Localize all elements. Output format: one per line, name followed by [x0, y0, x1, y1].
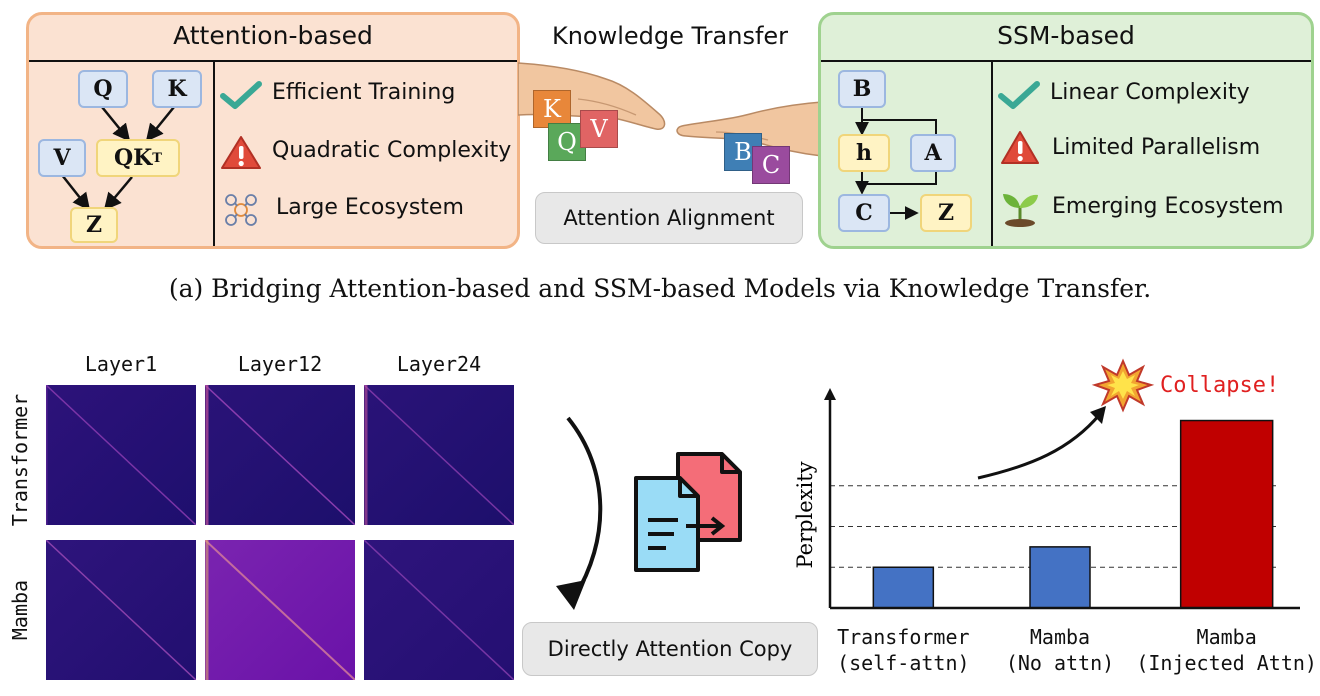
chart-bar [1029, 546, 1091, 609]
panel-divider [991, 60, 993, 246]
node-q: Q [78, 70, 128, 108]
feature-large-ecosystem: Large Ecosystem [276, 195, 464, 220]
warning-icon [221, 136, 261, 169]
chart-x-tick-label: Mamba [1196, 625, 1257, 649]
heatmap-mamba-layer24 [364, 540, 514, 680]
chart-y-axis-arrow [824, 388, 836, 400]
node-v-label: V [53, 145, 71, 171]
attention-alignment-pill: Attention Alignment [535, 192, 803, 244]
heatmap-row-label: Mamba [8, 579, 32, 641]
feature-limited-parallelism: Limited Parallelism [1052, 135, 1261, 160]
heatmap-transformer-layer12 [205, 385, 355, 525]
explosion-icon [1091, 358, 1155, 413]
heatmap-col-label: Layer1 [84, 352, 158, 376]
node-z: Z [70, 207, 118, 243]
node-qkt-label: QK [114, 145, 153, 171]
heatmap-transformer-layer24 [364, 385, 514, 525]
heatmap-row-label: Transformer [8, 393, 32, 527]
chart-x-tick-label: Mamba [1029, 625, 1091, 649]
chart-bar [1179, 419, 1274, 609]
panel-divider [213, 60, 215, 246]
node-k: K [152, 70, 202, 108]
heatmap-mamba-layer12 [205, 540, 355, 680]
warning-icon [1001, 131, 1039, 164]
chart-bar [872, 566, 935, 609]
ssm-node-z: Z [920, 194, 972, 232]
ssm-graph-arrows [855, 108, 937, 220]
feature-quadratic-complexity: Quadratic Complexity [272, 138, 512, 163]
chart-x-category: Transformer (self-attn) [808, 624, 998, 676]
figure-caption: (a) Bridging Attention-based and SSM-bas… [168, 274, 1152, 303]
ssm-panel: SSM-based [818, 12, 1314, 249]
panel-divider [29, 60, 517, 62]
attention-panel-title: Attention-based [173, 21, 373, 50]
node-qkt-superscript: T [152, 150, 162, 166]
chart-x-category: Mamba (No attn) [965, 624, 1155, 676]
chart-x-tick-label: (Injected Attn) [1136, 651, 1317, 675]
heatmap-transformer-layer1 [46, 385, 196, 525]
tile-v: V [580, 110, 618, 148]
curved-arrow-icon [556, 416, 603, 610]
chart-x-tick-label: Transformer [837, 625, 970, 649]
panel-divider [821, 60, 1311, 62]
ssm-node-h: h [838, 134, 890, 172]
rising-arrow-head [1090, 406, 1106, 424]
chart-x-tick-label: (No attn) [1005, 651, 1115, 675]
knowledge-transfer-title: Knowledge Transfer [551, 22, 789, 50]
heatmap-mamba-layer1 [46, 540, 196, 680]
ssm-node-a: A [910, 134, 956, 172]
chart-ylabel: Perplexity [793, 461, 817, 568]
heatmap-col-label: Layer12 [237, 352, 323, 376]
collapse-annotation: Collapse! [1160, 373, 1279, 398]
heatmap-col-label: Layer24 [396, 352, 482, 376]
sprout-icon [1003, 194, 1038, 227]
node-v: V [38, 139, 86, 177]
chart-bars [872, 419, 1274, 609]
feature-emerging-ecosystem: Emerging Ecosystem [1052, 194, 1284, 219]
check-icon [998, 81, 1040, 109]
feature-efficient-training: Efficient Training [272, 80, 456, 105]
attention-graph-arrows [61, 106, 175, 211]
ssm-panel-title: SSM-based [997, 21, 1135, 50]
check-icon [220, 81, 262, 109]
ssm-node-c: C [838, 194, 890, 232]
rising-arrow [977, 413, 1102, 480]
network-icon [225, 194, 257, 226]
tile-c: C [752, 146, 790, 184]
tile-q: Q [548, 123, 586, 161]
feature-linear-complexity: Linear Complexity [1050, 80, 1250, 105]
perplexity-chart: Perplexity Collapse! [793, 358, 1300, 610]
copy-document-icon [634, 452, 742, 572]
ssm-node-b: B [838, 70, 886, 108]
directly-attention-copy-pill: Directly Attention Copy [522, 622, 818, 676]
chart-x-tick-label: (self-attn) [837, 651, 970, 675]
chart-x-category: Mamba (Injected Attn) [1132, 624, 1320, 676]
